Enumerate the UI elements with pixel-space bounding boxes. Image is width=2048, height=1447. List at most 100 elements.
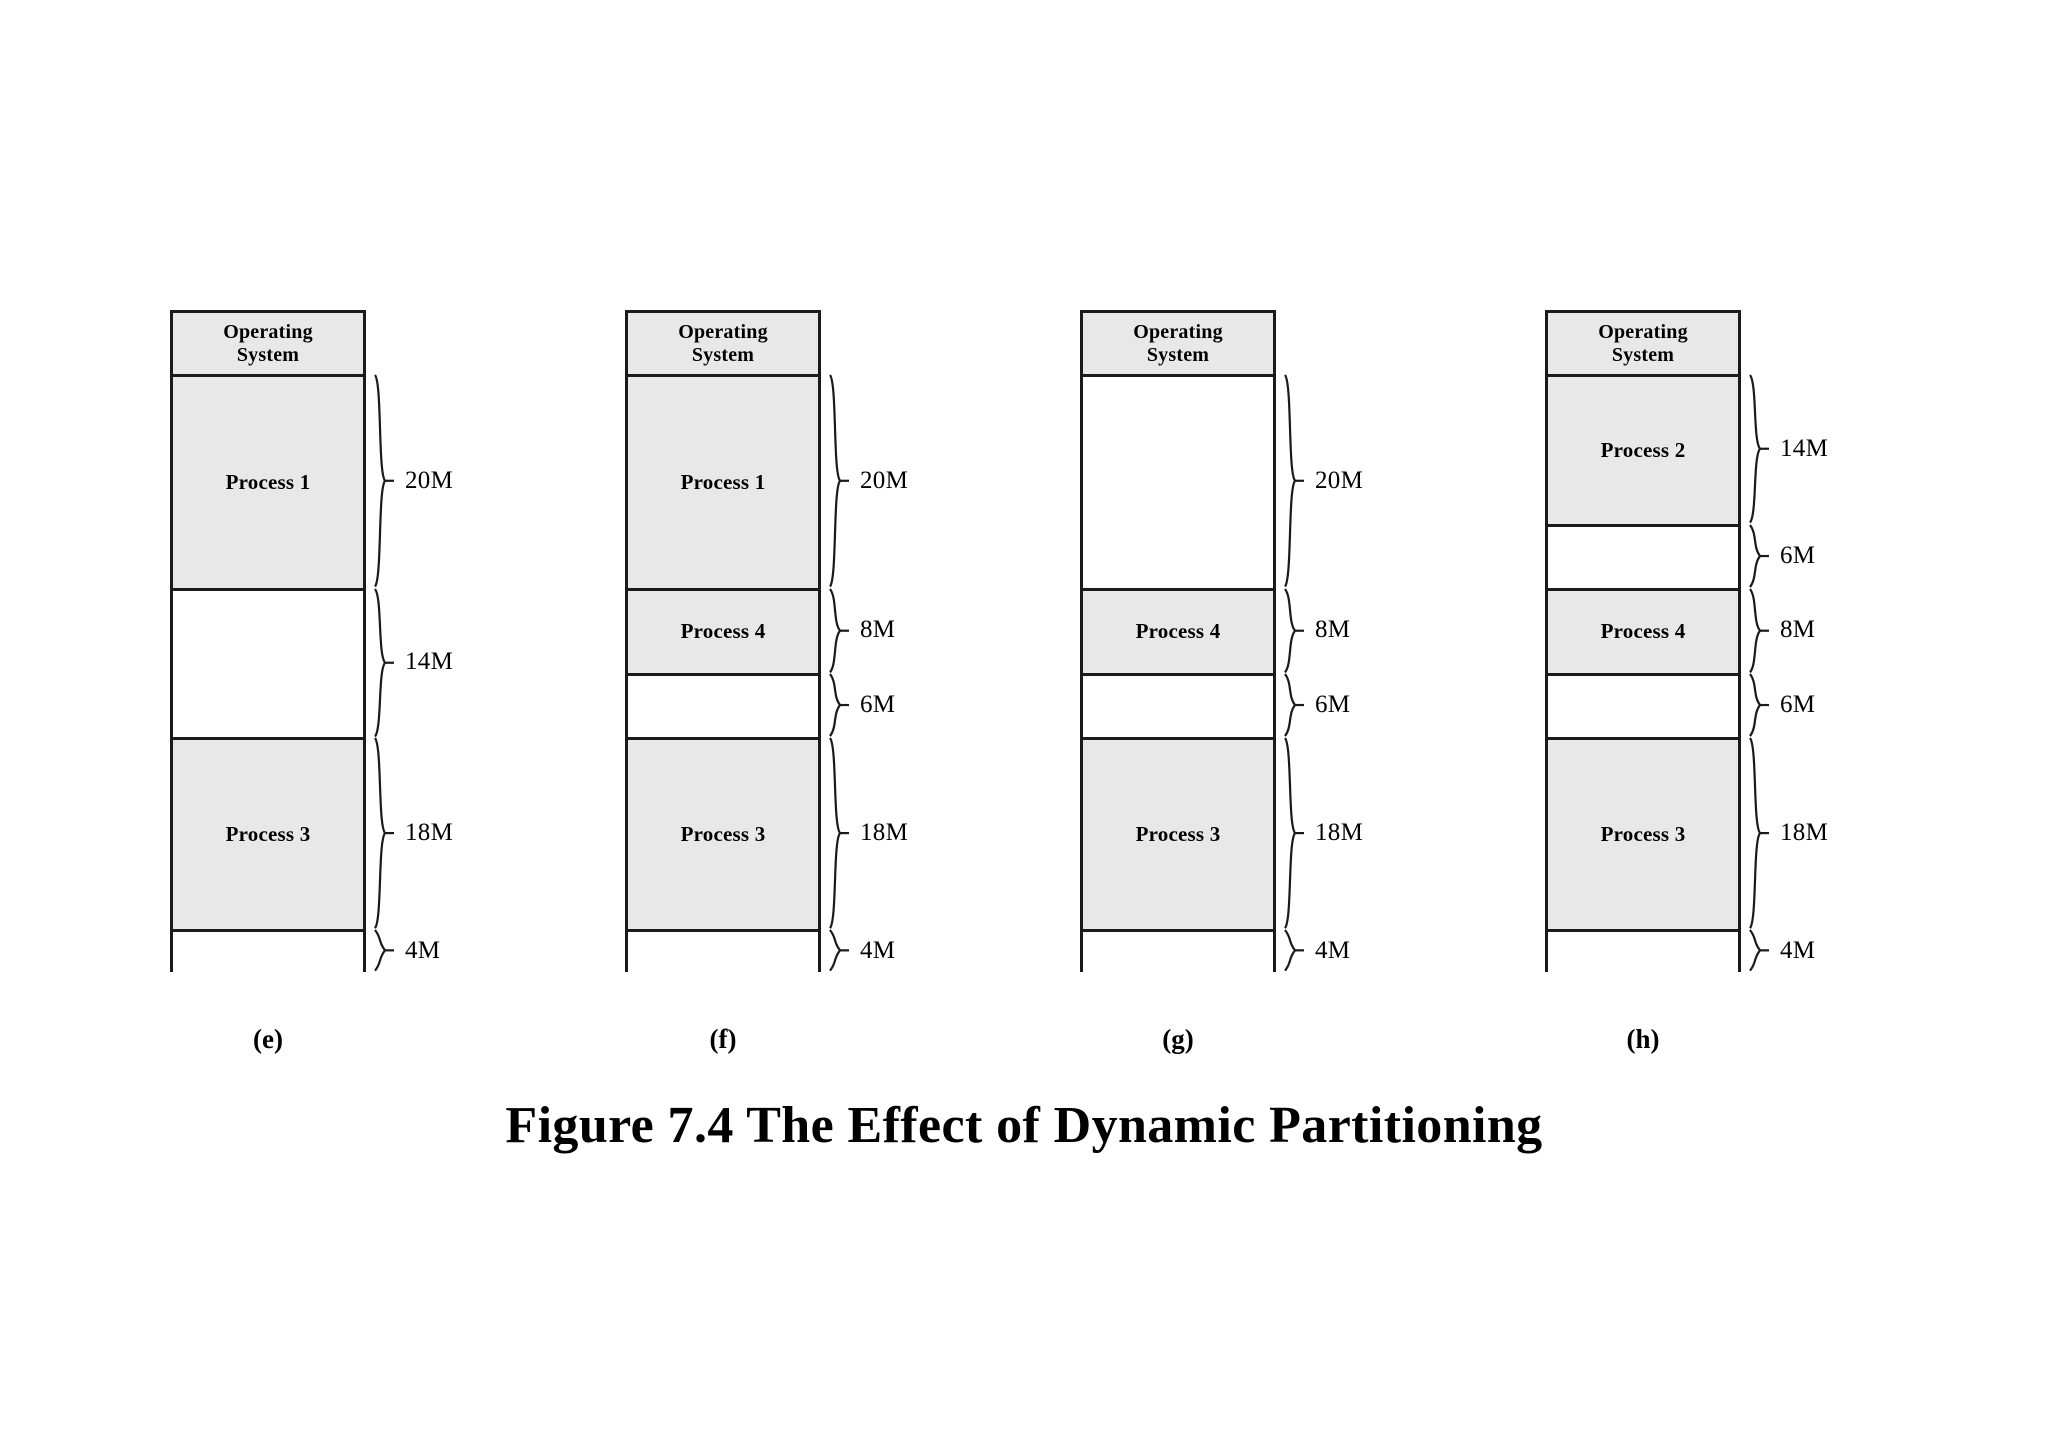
panel-letter-e: (e) xyxy=(253,1024,283,1054)
block-label: Process 4 xyxy=(1600,619,1686,644)
size-annotation-row: 20M xyxy=(366,374,546,588)
curly-brace-icon xyxy=(1747,588,1769,673)
size-annotation-row: 14M xyxy=(1741,374,1921,524)
process-block: Process 3 xyxy=(173,740,363,933)
size-annotations: 20M 8M 6M 18M 4M xyxy=(1276,310,1456,972)
size-annotation-row: 4M xyxy=(366,929,546,972)
curly-brace-icon xyxy=(1747,374,1769,524)
free-block xyxy=(1083,932,1273,975)
block-size-label: 4M xyxy=(1780,936,1816,964)
size-annotation-row: 6M xyxy=(1741,524,1921,588)
block-size-label: 18M xyxy=(860,819,909,847)
process-block: Process 4 xyxy=(1083,590,1273,676)
os-block: Operating System xyxy=(628,313,818,377)
block-size-label: 4M xyxy=(405,936,441,964)
block-size-label: 6M xyxy=(1780,691,1816,719)
curly-brace-icon xyxy=(372,929,394,972)
size-annotation-row: 6M xyxy=(1741,673,1921,737)
curly-brace-icon xyxy=(827,737,849,929)
curly-brace-icon xyxy=(1282,737,1304,929)
curly-brace-icon xyxy=(1282,929,1304,972)
block-label: Process 4 xyxy=(1135,619,1221,644)
process-block: Process 1 xyxy=(173,377,363,591)
size-annotation-row: 20M xyxy=(821,374,1001,588)
free-block xyxy=(628,932,818,975)
os-block-label: Operating System xyxy=(223,320,313,366)
block-label: Process 1 xyxy=(225,469,311,494)
block-size-label: 8M xyxy=(860,616,896,644)
free-block xyxy=(173,590,363,741)
curly-brace-icon xyxy=(1747,929,1769,972)
curly-brace-icon xyxy=(1282,673,1304,737)
size-annotation-row: 18M xyxy=(821,737,1001,929)
size-annotations: 20M 14M 18M 4M xyxy=(366,310,546,972)
free-block xyxy=(1548,526,1738,591)
size-annotation-row: 6M xyxy=(821,673,1001,737)
free-block xyxy=(1083,377,1273,591)
block-size-label: 20M xyxy=(405,466,454,494)
block-label: Process 3 xyxy=(680,822,766,847)
size-annotation-row: 18M xyxy=(1276,737,1456,929)
size-annotations: 20M 8M 6M 18M 4M xyxy=(821,310,1001,972)
block-size-label: 20M xyxy=(1315,466,1364,494)
size-annotation-row: 4M xyxy=(1741,929,1921,972)
block-label: Process 2 xyxy=(1600,437,1686,462)
block-size-label: 18M xyxy=(405,819,454,847)
process-block: Process 3 xyxy=(1083,740,1273,933)
block-label: Process 1 xyxy=(680,469,766,494)
size-annotation-row: 8M xyxy=(1741,588,1921,673)
curly-brace-icon xyxy=(1747,737,1769,929)
panel-letter-h: (h) xyxy=(1626,1024,1660,1054)
figure-caption: Figure 7.4 The Effect of Dynamic Partiti… xyxy=(505,1097,1543,1154)
size-annotation-row: 18M xyxy=(366,737,546,929)
size-annotation-row: 4M xyxy=(821,929,1001,972)
process-block: Process 3 xyxy=(1548,740,1738,933)
size-annotation-row: 14M xyxy=(366,588,546,738)
free-block xyxy=(173,932,363,975)
block-size-label: 18M xyxy=(1315,819,1364,847)
free-block xyxy=(628,675,818,741)
curly-brace-icon xyxy=(827,588,849,673)
block-size-label: 18M xyxy=(1780,819,1829,847)
curly-brace-icon xyxy=(372,737,394,929)
curly-brace-icon xyxy=(827,929,849,972)
size-annotations: 14M 6M 8M 6M 18M 4M xyxy=(1741,310,1921,972)
os-block: Operating System xyxy=(173,313,363,377)
os-block: Operating System xyxy=(1548,313,1738,377)
curly-brace-icon xyxy=(372,588,394,738)
block-label: Process 3 xyxy=(1600,822,1686,847)
size-annotation-row: 4M xyxy=(1276,929,1456,972)
block-label: Process 3 xyxy=(225,822,311,847)
curly-brace-icon xyxy=(827,673,849,737)
curly-brace-icon xyxy=(1282,588,1304,673)
free-block xyxy=(1548,675,1738,741)
block-size-label: 6M xyxy=(1315,691,1351,719)
block-size-label: 14M xyxy=(405,648,454,676)
size-annotation-row: 8M xyxy=(1276,588,1456,673)
free-block xyxy=(1083,675,1273,741)
block-label: Process 4 xyxy=(680,619,766,644)
block-size-label: 6M xyxy=(860,691,896,719)
curly-brace-icon xyxy=(372,374,394,588)
process-block: Process 4 xyxy=(1548,590,1738,676)
block-size-label: 20M xyxy=(860,466,909,494)
process-block: Process 1 xyxy=(628,377,818,591)
block-size-label: 8M xyxy=(1780,616,1816,644)
os-block-label: Operating System xyxy=(678,320,768,366)
curly-brace-icon xyxy=(1747,524,1769,588)
curly-brace-icon xyxy=(1282,374,1304,588)
size-annotation-row: 18M xyxy=(1741,737,1921,929)
block-size-label: 8M xyxy=(1315,616,1351,644)
process-block: Process 3 xyxy=(628,740,818,933)
free-block xyxy=(1548,932,1738,975)
block-size-label: 14M xyxy=(1780,434,1829,462)
